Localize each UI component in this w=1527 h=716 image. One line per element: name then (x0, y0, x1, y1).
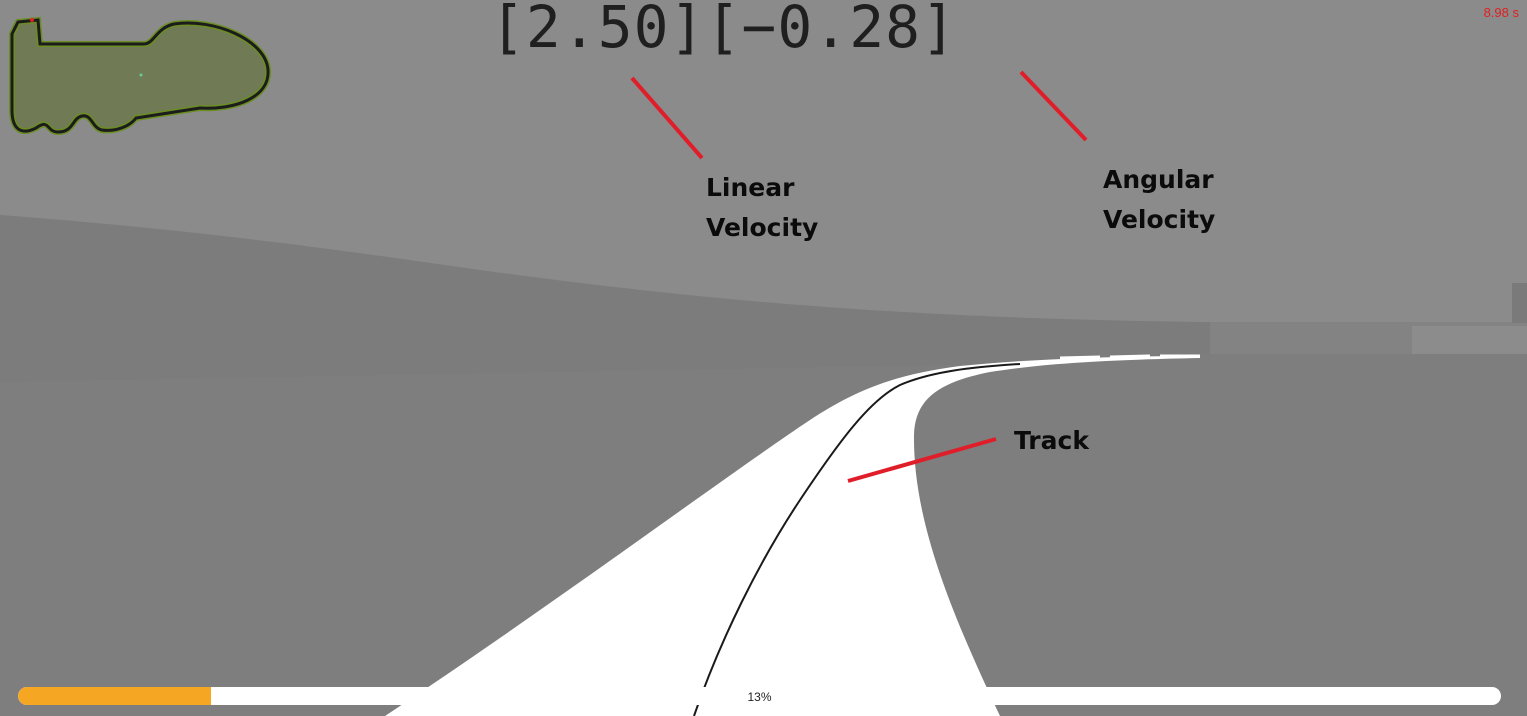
minimap-car-marker (30, 18, 34, 22)
hills (0, 215, 1527, 382)
annotation-text: Angular (1103, 165, 1214, 194)
track-annotation: Track (1014, 421, 1089, 461)
lap-progress-bar: 13% (18, 687, 1501, 705)
elapsed-time: 8.98 s (1483, 5, 1519, 20)
angular-velocity-annotation: Angular Velocity (1103, 160, 1215, 240)
track-center-line (693, 363, 1021, 716)
annotation-text: Velocity (706, 213, 819, 242)
annotation-text: Linear (706, 173, 795, 202)
far-wall-right (1412, 326, 1527, 354)
lap-progress-label: 13% (747, 690, 772, 704)
track-pointer (847, 437, 997, 483)
velocity-readout: [2.50][−0.28] (490, 0, 957, 62)
lap-progress-fill (18, 687, 211, 705)
linear-velocity-pointer (630, 76, 704, 160)
angular-velocity-pointer (1019, 70, 1088, 142)
annotation-text: Velocity (1103, 205, 1216, 234)
linear-velocity-value: [2.50] (490, 0, 706, 61)
far-post (1512, 283, 1527, 323)
track (385, 356, 1200, 716)
track-far-dashes (1059, 354, 1200, 360)
angular-velocity-value: [−0.28] (705, 0, 957, 61)
linear-velocity-annotation: Linear Velocity (706, 168, 818, 248)
circuit-minimap-icon (9, 16, 272, 136)
minimap-waypoint (139, 73, 143, 77)
annotation-text: Track (1014, 426, 1089, 455)
